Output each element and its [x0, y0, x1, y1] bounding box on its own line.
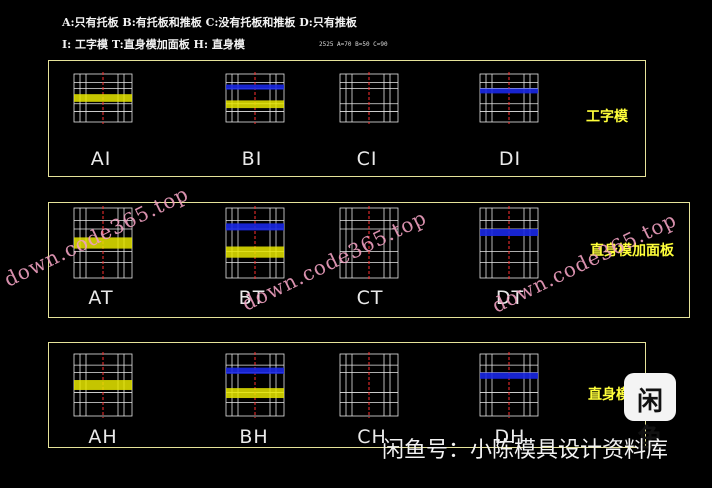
mold-label-bt: BT	[238, 287, 266, 309]
footer-watermark-text: 闲鱼号：小陈模具设计资料库	[382, 438, 669, 463]
mold-label-ch: CH	[357, 426, 387, 448]
row-label-2: 直身模加面板	[590, 243, 674, 259]
panel-row-1	[48, 60, 646, 177]
size-code: 2525 A=70 B=50 C=90	[319, 41, 388, 48]
mold-drawing-dt	[479, 206, 539, 280]
mold-label-bi: BI	[241, 148, 263, 170]
legend-line-2: I: 工字模 T:直身模加面板 H: 直身模	[62, 38, 245, 51]
mold-drawing-bh	[225, 352, 285, 418]
mold-label-ai: AI	[90, 148, 112, 170]
mold-label-ah: AH	[88, 426, 118, 448]
mold-drawing-at	[73, 206, 133, 280]
mold-label-dt: DT	[495, 287, 525, 309]
mold-drawing-ai	[73, 72, 133, 124]
row-label-3: 直身模	[588, 387, 630, 403]
mold-drawing-bi	[225, 72, 285, 124]
xianyu-logo-text: 闲鱼	[636, 387, 663, 454]
mold-label-bh: BH	[239, 426, 269, 448]
mold-drawing-ch	[339, 352, 399, 418]
mold-drawing-di	[479, 72, 539, 124]
mold-drawing-bt	[225, 206, 285, 280]
legend-line-1: A:只有托板 B:有托板和推板 C:没有托板和推板 D:只有推板	[62, 16, 357, 29]
mold-label-dh: DH	[494, 426, 526, 448]
mold-drawing-ct	[339, 206, 399, 280]
panel-row-2	[48, 202, 690, 318]
mold-label-ci: CI	[356, 148, 378, 170]
mold-label-di: DI	[498, 148, 522, 170]
mold-drawing-ci	[339, 72, 399, 124]
row-label-1: 工字模	[586, 109, 628, 125]
mold-label-at: AT	[88, 287, 114, 309]
mold-drawing-ah	[73, 352, 133, 418]
mold-label-ct: CT	[356, 287, 384, 309]
xianyu-logo: 闲鱼	[624, 373, 676, 454]
mold-drawing-dh	[479, 352, 539, 418]
